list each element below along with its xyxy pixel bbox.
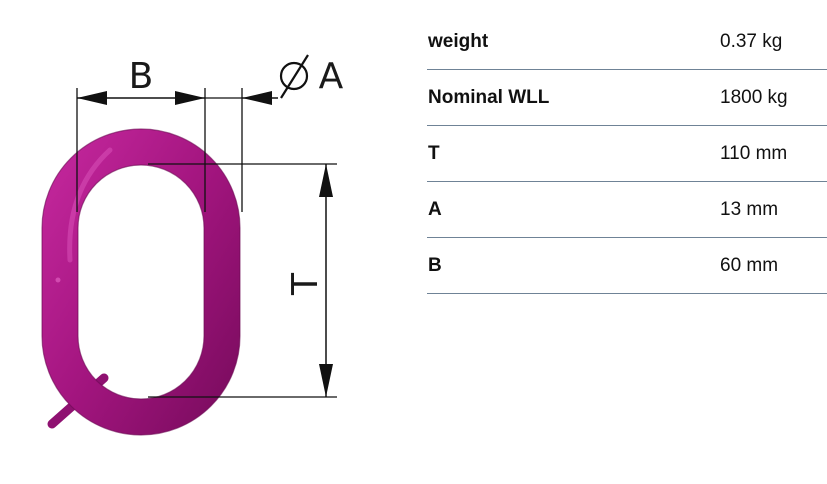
spec-value: 60 mm bbox=[720, 255, 779, 276]
spec-row-weight: weight 0.37 kg bbox=[427, 14, 827, 70]
spec-row-nominal-wll: Nominal WLL 1800 kg bbox=[427, 70, 827, 126]
dim-a-arrow bbox=[242, 91, 272, 105]
spec-label: weight bbox=[428, 31, 489, 52]
spec-value: 110 mm bbox=[720, 143, 788, 164]
spec-value: 13 mm bbox=[720, 199, 779, 220]
spec-table: weight 0.37 kg Nominal WLL 1800 kg T 110… bbox=[427, 14, 827, 294]
dim-a-label: A bbox=[319, 56, 344, 97]
dim-t-label: T bbox=[285, 272, 326, 296]
ring-highlight bbox=[67, 147, 113, 263]
diameter-icon bbox=[279, 54, 309, 99]
master-link-diagram: B A T bbox=[41, 54, 344, 436]
dim-t-arrow-bottom bbox=[319, 364, 333, 397]
spec-label: A bbox=[428, 199, 442, 220]
spec-value: 1800 kg bbox=[720, 87, 788, 108]
ring-outer-edge bbox=[41, 128, 241, 436]
spec-value: 0.37 kg bbox=[720, 31, 783, 52]
spec-label: Nominal WLL bbox=[428, 87, 550, 108]
oval-ring bbox=[42, 129, 240, 435]
master-link-drawing: B A T bbox=[0, 0, 400, 484]
ring-mark bbox=[55, 277, 61, 283]
spec-label: T bbox=[428, 143, 440, 164]
spec-row-b: B 60 mm bbox=[427, 238, 827, 294]
dim-b-arrow-right bbox=[175, 91, 205, 105]
spec-label: B bbox=[428, 255, 442, 276]
dim-b-label: B bbox=[129, 56, 154, 97]
spec-row-t: T 110 mm bbox=[427, 126, 827, 182]
ring-inner-edge bbox=[77, 164, 205, 400]
spec-row-a: A 13 mm bbox=[427, 182, 827, 238]
dim-b-arrow-left bbox=[77, 91, 107, 105]
dim-t-arrow-top bbox=[319, 164, 333, 197]
